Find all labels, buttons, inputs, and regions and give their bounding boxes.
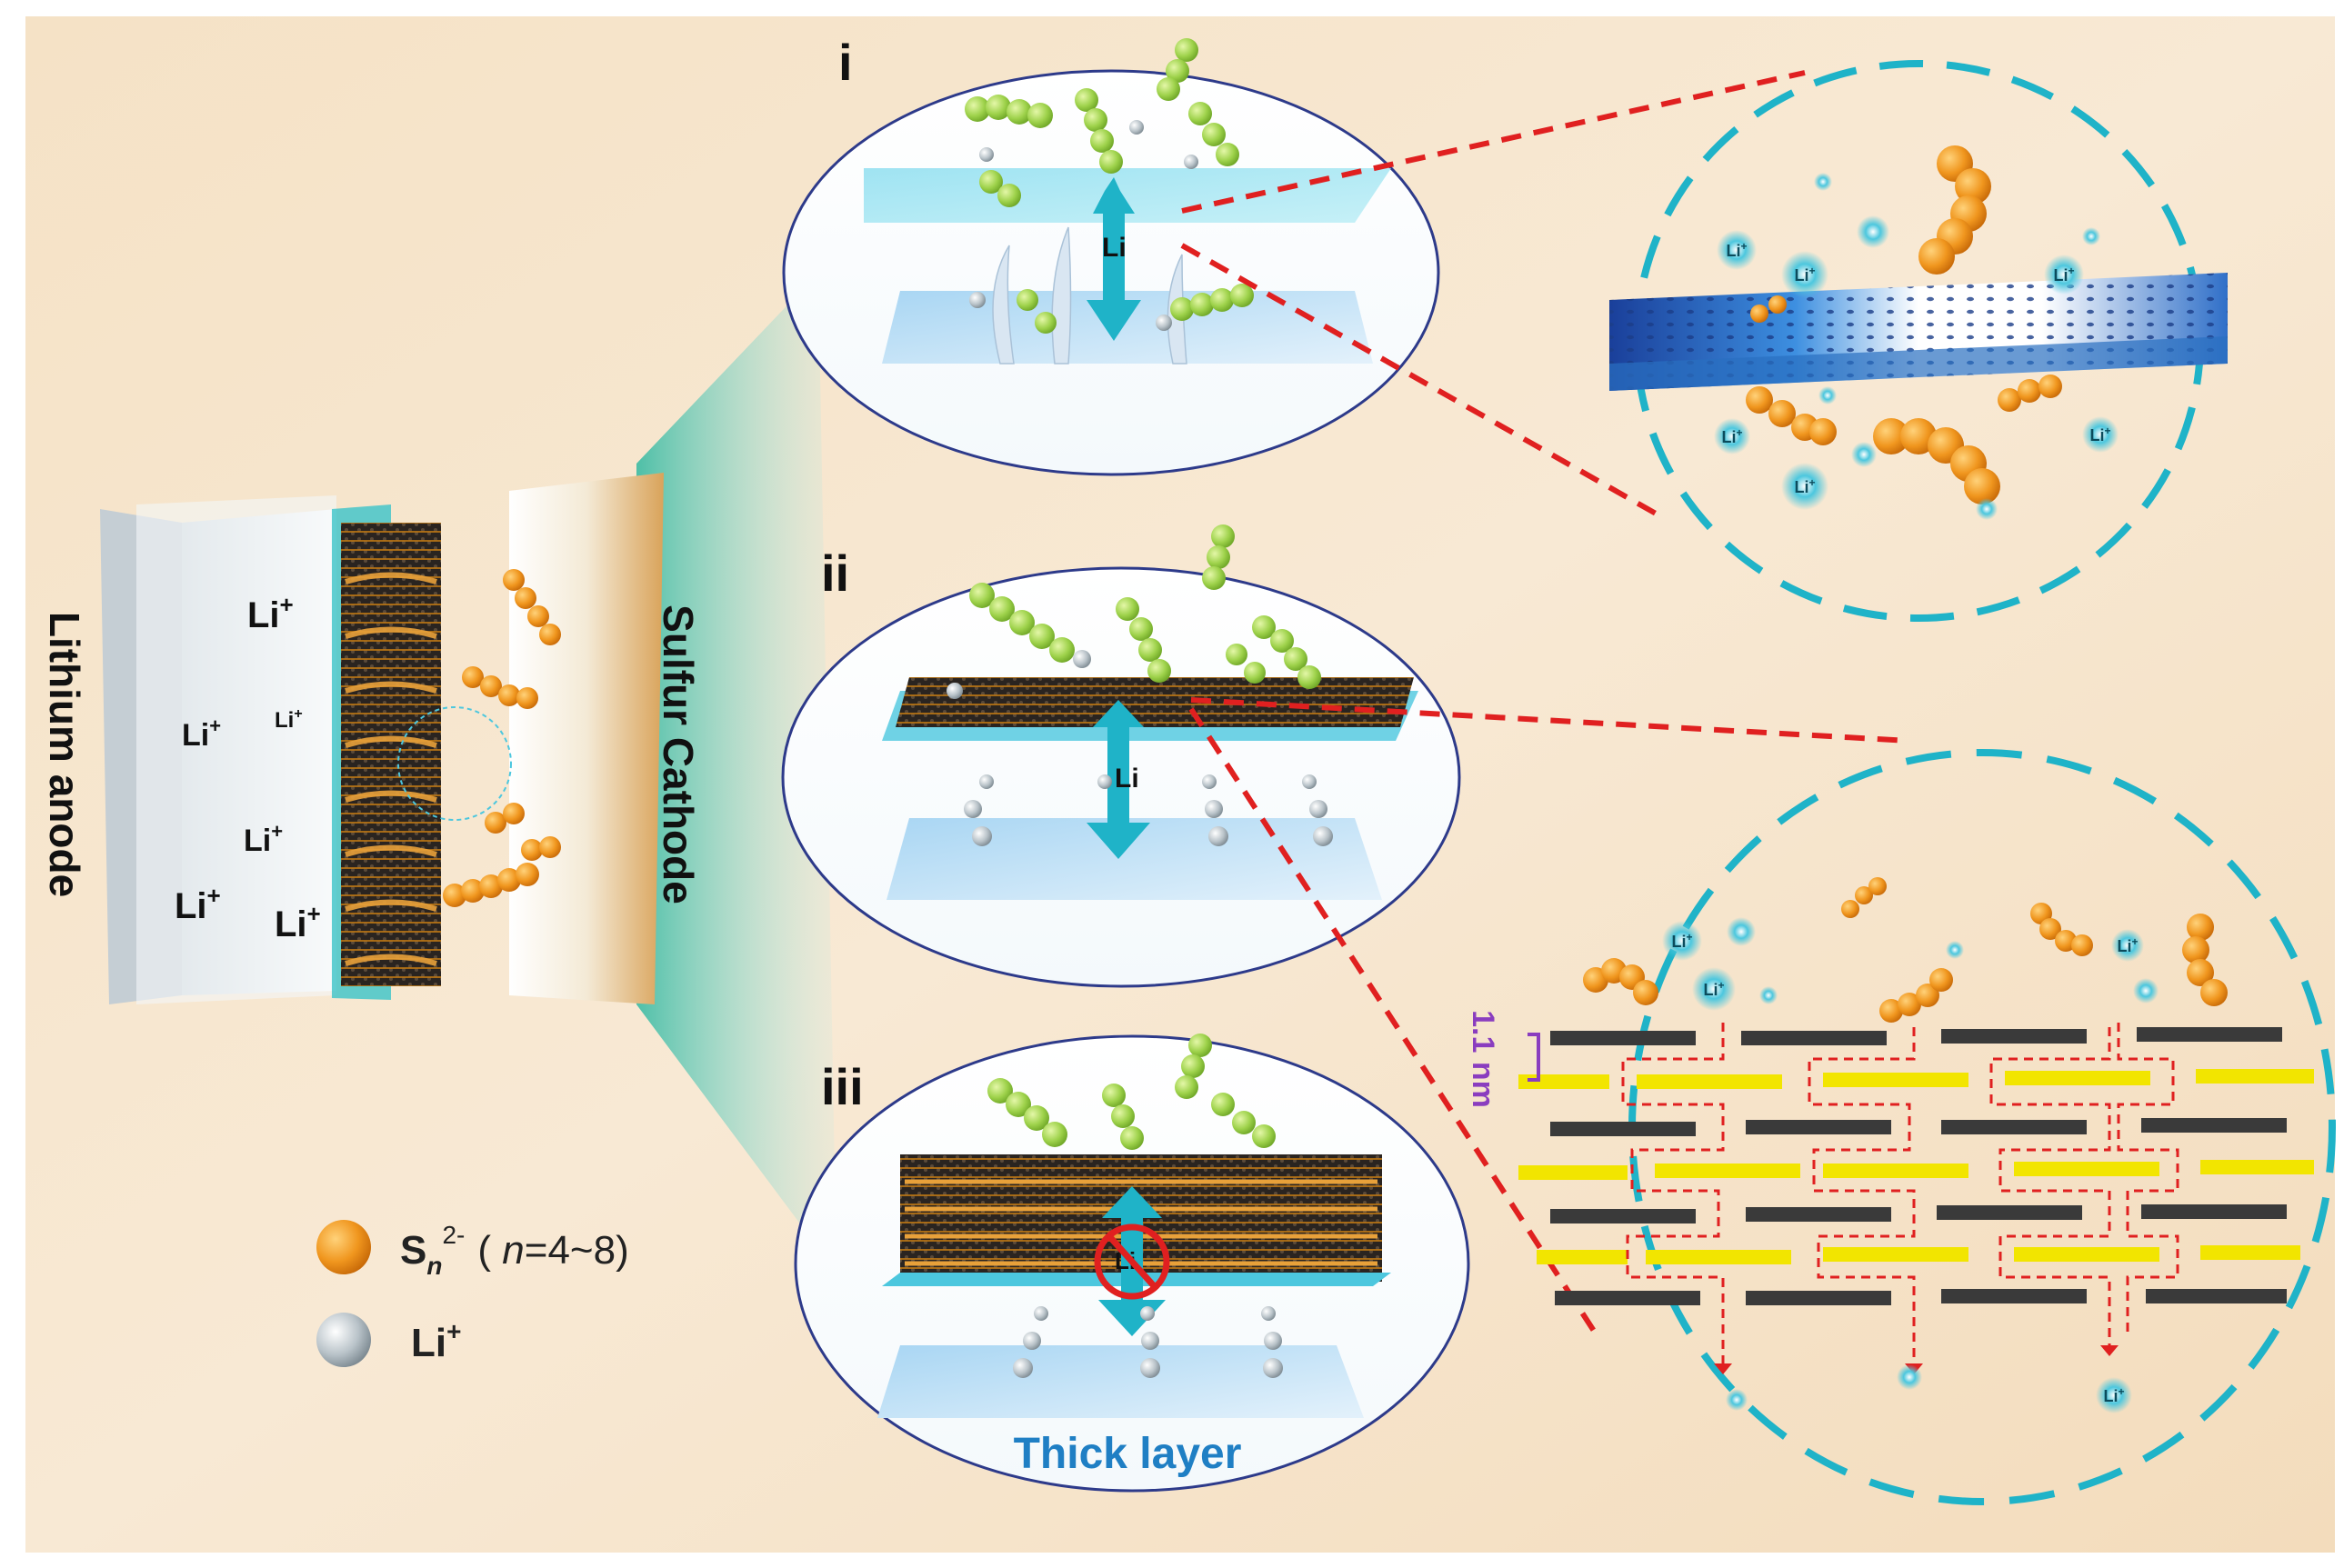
panel-ii-label: ii [821,544,849,602]
yellow-layers [1518,1069,2314,1264]
li-legend-swatch [316,1313,371,1367]
upper-plate [864,168,1391,223]
li-ion-label: Li+ [244,820,283,858]
li-ion-label: Li+ [2117,935,2138,955]
panel-i-arrow-label: Li [1102,233,1127,263]
lithium-anode-label: Lithium anode [41,612,88,897]
panel-iii-label: iii [821,1058,864,1115]
battery-schematic: Lithium anode Sulfur Cathode Li+ Li+ Li+… [41,273,836,1273]
electrolyte [136,495,336,1004]
dark-layers [1550,1027,2287,1305]
panel-i-label: i [838,34,853,91]
sulfur-chains [969,524,1321,689]
zoom-beam [636,273,836,1273]
li-ion-label: Li+ [2089,424,2110,444]
li-ion-label: Li+ [1703,979,1724,999]
arrow-up [1093,700,1144,727]
li-ions [1662,917,2159,1413]
li-ion-label: Li+ [175,882,221,926]
li-ion-label: Li+ [1794,476,1815,496]
li-ion-label: Li+ [2103,1385,2124,1405]
panel-iii: iii Li Thick layer [794,1034,1470,1493]
arrow-down [1087,823,1150,859]
interlayer-spacing-label: 1.1 nm [1466,1010,1500,1108]
arrow-up [1093,177,1135,214]
sulfur-chains [987,1034,1276,1150]
zoom-connectors [1180,70,1910,1343]
zoom-layered-structure: 1.1 nm Li+ Li+ Li+ Li+ [1466,749,2336,1505]
li-ion-label: Li+ [1721,426,1742,446]
li-legend-text: Li+ [411,1317,461,1365]
diffusion-paths [1621,1023,2179,1363]
li-ion-label: Li+ [275,706,303,733]
polysulfide-legend-swatch [316,1220,371,1274]
li-ion-label: Li+ [1671,931,1692,951]
cathode-plate [509,473,664,1004]
zoom-membrane: Li+ Li+ Li+ Li+ Li+ Li+ [1609,60,2228,622]
li-ion-label: Li+ [247,591,294,635]
polysulfide-legend-text: Sn2-( n=4~8) [400,1221,629,1280]
spacing-scale-bar: 1.1 nm [1466,1010,1540,1108]
coated-layer [896,677,1414,727]
arrow-down [1087,300,1141,341]
zoom-spot-circle [397,706,512,821]
coating-layer [341,523,441,986]
panel-ii-arrow-label: Li [1115,764,1139,794]
polysulfide-chains [1583,877,2228,1023]
lower-plate [877,1345,1364,1418]
lower-plate [887,818,1382,900]
arrow-shaft [1103,211,1125,311]
arrow-up [1102,1186,1162,1218]
li-ion-labels: Li+ Li+ Li+ Li+ Li+ Li+ [175,591,321,944]
li-ion-label: Li+ [182,714,221,753]
polysulfide-chains [1746,145,2062,504]
li-ion-label: Li+ [1794,265,1815,285]
li-ion-label: Li+ [275,900,321,944]
li-ions [1714,173,2119,520]
panel-iii-arrow-label: Li [1115,1247,1136,1274]
panel-i: i Li [782,34,1440,476]
cathode-polysulfides [443,569,561,907]
thick-layer-caption: Thick layer [1014,1430,1242,1478]
li-ion-label: Li+ [2053,265,2074,285]
sulfur-chains [965,38,1254,334]
li-ion-label: Li+ [1726,240,1747,260]
panel-ii: ii Li [781,524,1461,988]
legend: Sn2-( n=4~8) Li+ [316,1220,629,1367]
sulfur-cathode-label: Sulfur Cathode [655,604,702,904]
blocked-icon [1094,1223,1170,1300]
